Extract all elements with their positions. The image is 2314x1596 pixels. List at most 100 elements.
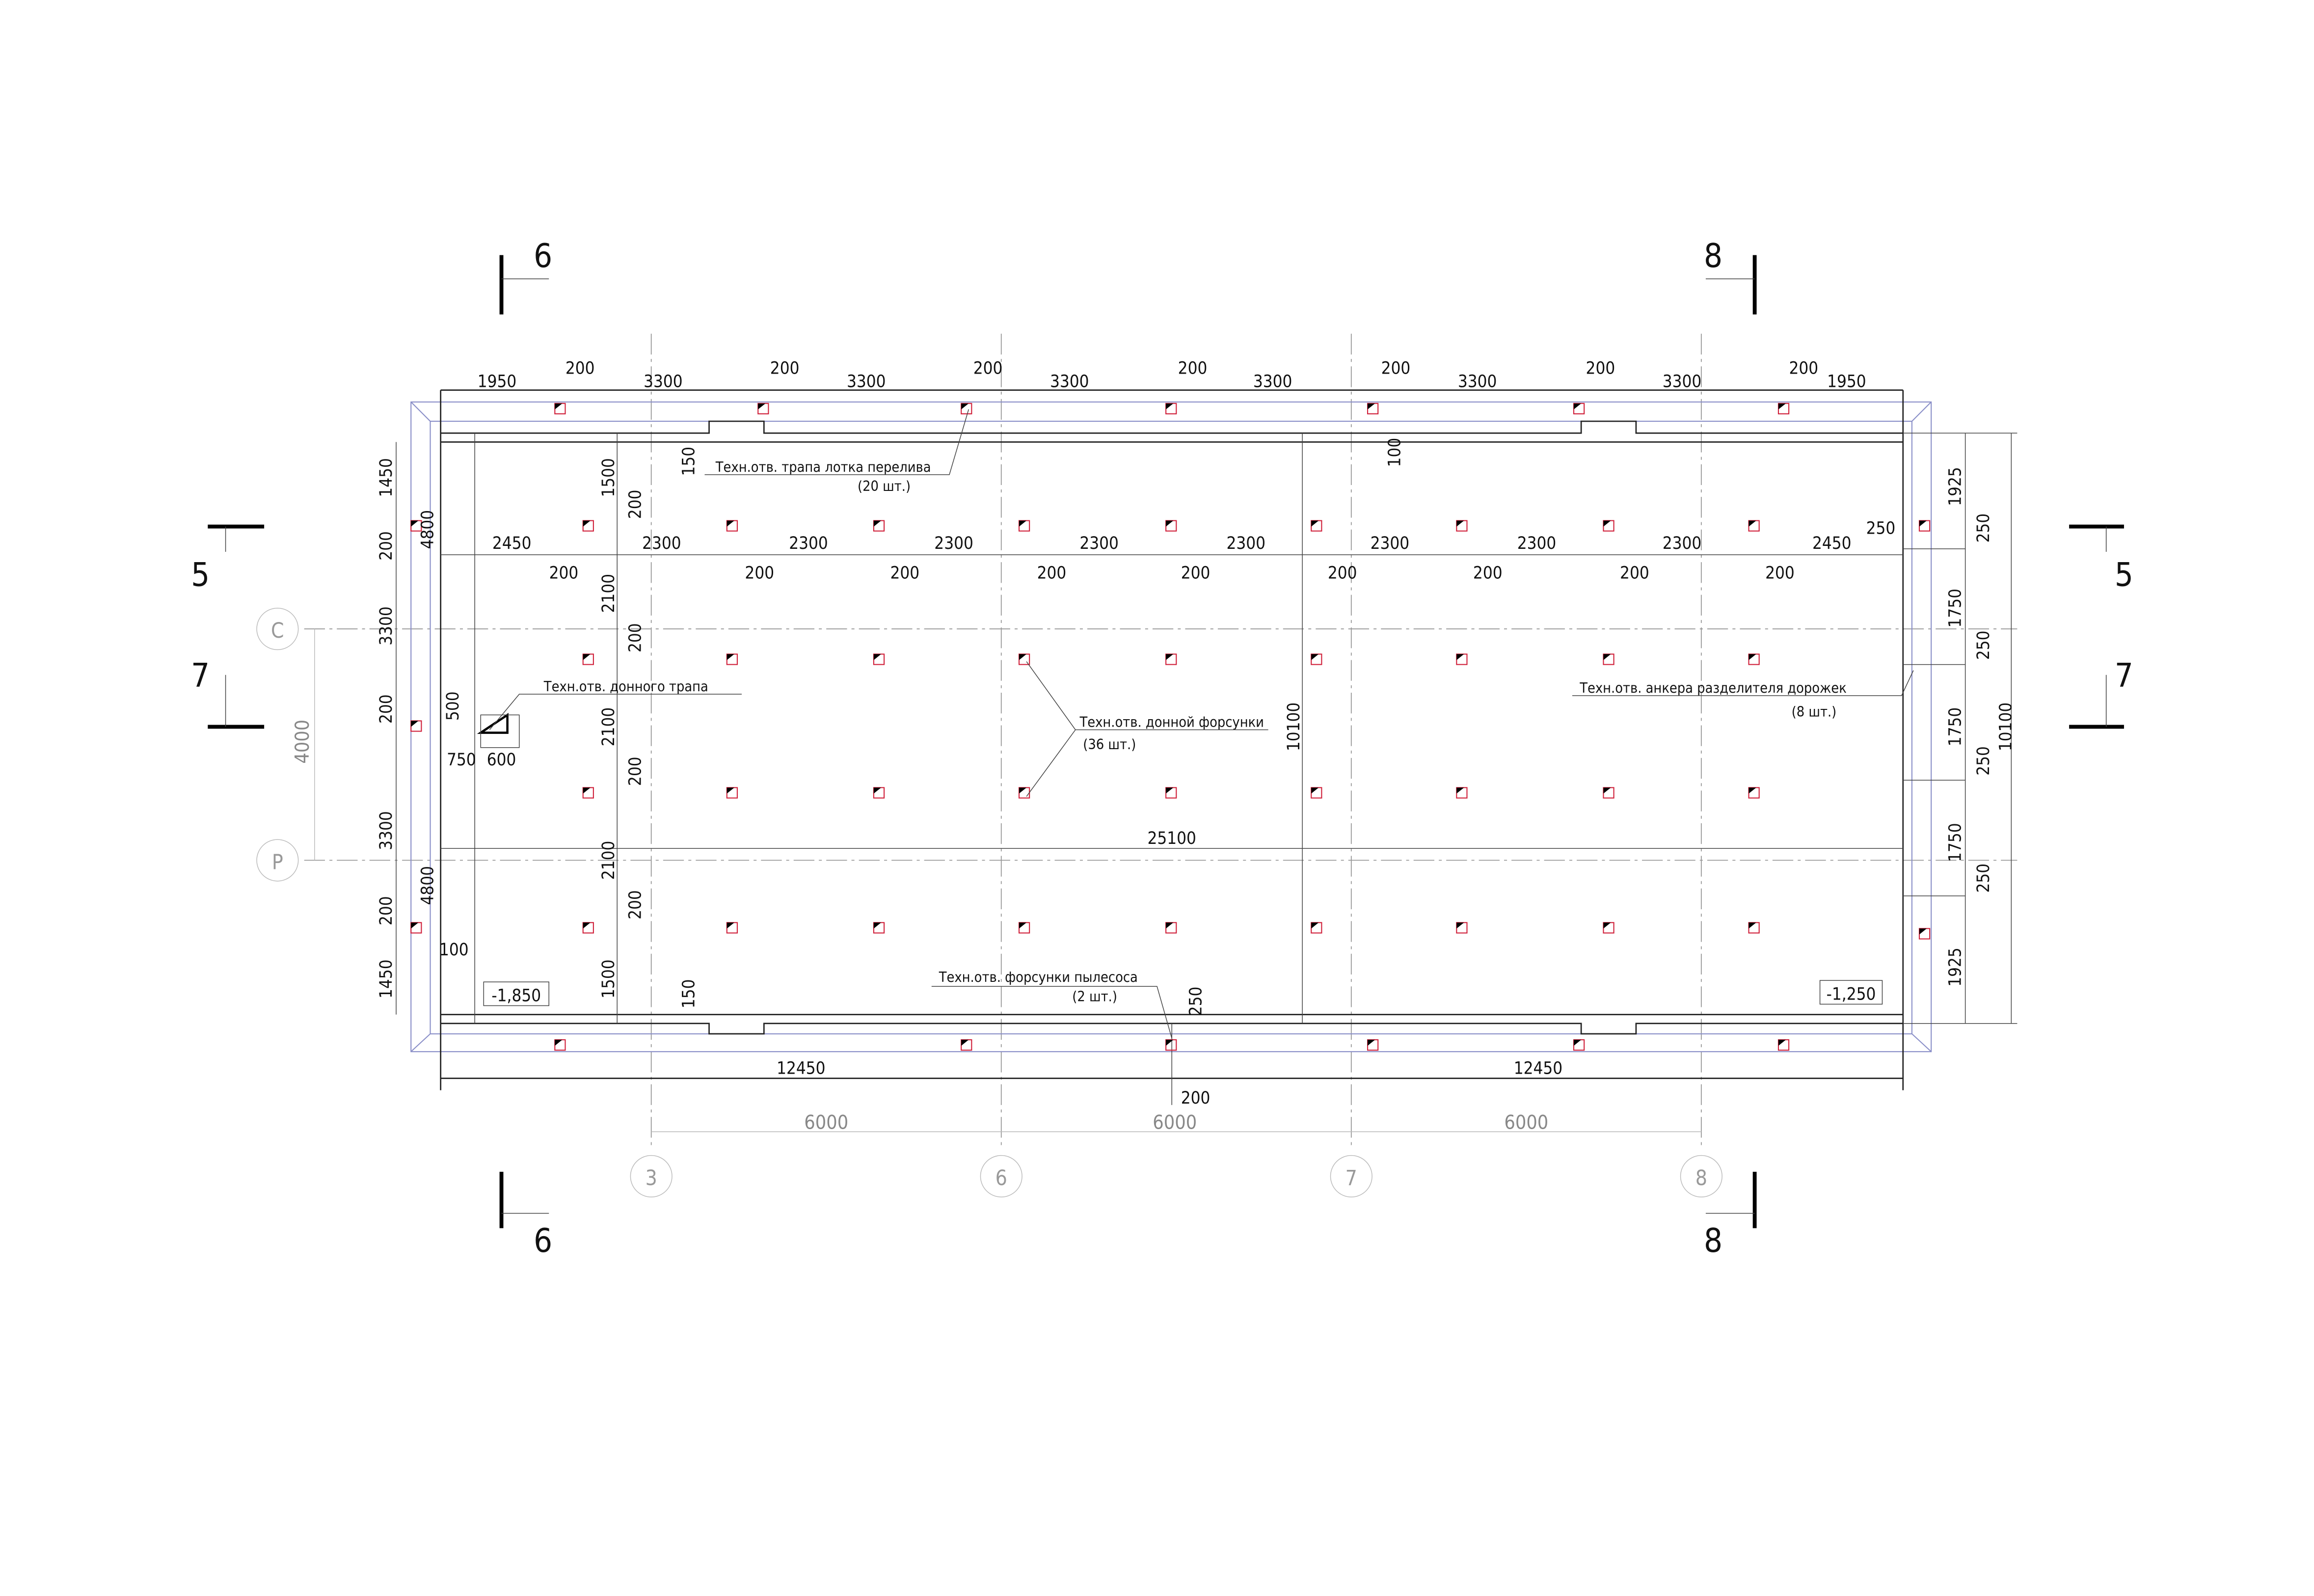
top_dims-4: 3300 [1253,372,1292,392]
nozzle-hole-mark [1166,922,1174,929]
right_dims-3: 250 [1974,630,1993,660]
row_dims-1: 2300 [642,534,681,553]
right_dims-8: 1925 [1946,947,1965,987]
axes-a3: 3 [646,1166,657,1190]
row_small-2: 200 [890,563,920,583]
right_total: 10100 [1996,703,2016,751]
axes-a7: 7 [1345,1166,1357,1190]
misc_dims-d25100: 25100 [1148,829,1196,848]
left_axis_dim: 4000 [292,720,314,764]
nozzle-hole-mark [1749,654,1756,660]
misc_dims-d250b: 250 [1186,987,1206,1016]
sections-s5: 5 [2115,555,2133,594]
axis-bubble-6 [980,1155,1022,1198]
nozzle-hole-mark [583,922,591,929]
top_small-3: 200 [1178,358,1208,378]
col_dims-6: 2100 [599,841,619,880]
overflow-hole-mark [726,520,734,527]
annotations-overflow_count: (20 шт.) [858,478,911,494]
left_inner-0: 4800 [418,510,438,549]
elevation-box-left [483,981,549,1006]
row_dims-9: 2450 [1812,534,1852,553]
misc_dims-d10100: 10100 [1284,703,1304,751]
wall-hole-mark [411,922,419,929]
misc_dims-d100top: 100 [1385,438,1405,467]
nozzle-hole-mark [1166,787,1174,794]
overflow-hole-mark [583,520,591,527]
row_dims-8: 2300 [1663,534,1702,553]
elevations-right: -1,250 [1827,984,1876,1004]
elevations-left: -1,850 [491,986,541,1005]
nozzle-hole-mark [1456,787,1464,794]
top_dims-0: 1950 [478,372,517,392]
nozzle-hole-mark [726,787,734,794]
col_dims-0: 1500 [599,458,619,497]
top_small-6: 200 [1789,358,1818,378]
section-marks [208,255,2124,1228]
elevation-box-right [1819,980,1883,1005]
nozzle-hole-mark [726,922,734,929]
annotations-bottom_nozzle_count: (36 шт.) [1083,736,1136,753]
nozzle-hole-mark [1749,922,1756,929]
row_small-4: 200 [1181,563,1211,583]
misc_dims-d100left: 100 [439,940,469,960]
overflow-hole-mark [1574,1039,1582,1046]
overflow-hole-mark [1778,1039,1786,1046]
wall-hole-mark [411,520,419,527]
row_small-3: 200 [1037,563,1067,583]
sections-s6: 6 [534,1221,552,1260]
col_dims-7: 200 [626,890,646,920]
row_small-6: 200 [1473,563,1503,583]
overflow-hole-mark [1574,403,1582,409]
pool-outline [396,389,2018,1105]
misc_dims-d200b: 200 [1181,1088,1211,1108]
annotations-vacuum_count: (2 шт.) [1072,988,1117,1004]
col_dims-4: 2100 [599,707,619,747]
sections-s6: 6 [534,237,552,275]
axis-bubble-p [256,839,299,882]
annotations-anchor: Техн.отв. анкера разделителя дорожек [1579,679,1847,696]
top_dims-2: 3300 [847,372,886,392]
row_dims-7: 2300 [1517,534,1557,553]
axis_dims-2: 6000 [1504,1111,1548,1134]
overflow-hole-mark [1368,403,1375,409]
annotations-bottom_nozzle: Техн.отв. донной форсунки [1079,713,1264,730]
left_outer-0: 1450 [377,458,396,497]
overflow-hole-mark [1166,1039,1174,1046]
left_outer-1: 200 [377,531,396,561]
nozzle-hole-mark [1749,787,1756,794]
row_small-5: 200 [1328,563,1357,583]
axes-aC: С [271,619,284,643]
nozzle-hole-mark [583,787,591,794]
annotations-overflow: Техн.отв. трапа лотка перелива [715,459,931,475]
nozzle-hole-mark [1019,787,1027,794]
top_dims-6: 3300 [1663,372,1702,392]
axes-aP: Р [272,850,283,874]
overflow-hole-mark [1603,520,1611,527]
wall-hole-mark [411,721,419,727]
top_dims-5: 3300 [1458,372,1497,392]
right_dims-4: 1750 [1946,707,1965,747]
nozzle-hole-mark [1603,922,1611,929]
left_outer-6: 1450 [377,959,396,999]
overflow-hole-mark [961,403,969,409]
axis_dims-0: 6000 [804,1111,848,1134]
holes-layer [410,403,1931,1051]
axis-bubble-3 [630,1155,673,1198]
row_dims-0: 2450 [492,534,532,553]
bottom_dims-0: 12450 [777,1058,825,1078]
overflow-hole-mark [1749,520,1756,527]
grid-axes [256,333,2018,1198]
overflow-hole-mark [758,403,766,409]
annotations-bottom_drain: Техн.отв. донного трапа [543,678,708,695]
sections-s7: 7 [2115,656,2133,695]
nozzle-hole-mark [873,922,882,929]
row_small-0: 200 [549,563,579,583]
misc_dims-d150a: 150 [679,447,699,476]
nozzle-hole-mark [873,787,882,794]
overflow-hole-mark [961,1039,969,1046]
sections-s5: 5 [191,555,210,594]
right_dims-1: 250 [1974,514,1993,543]
sections-s8: 8 [1704,1221,1722,1260]
